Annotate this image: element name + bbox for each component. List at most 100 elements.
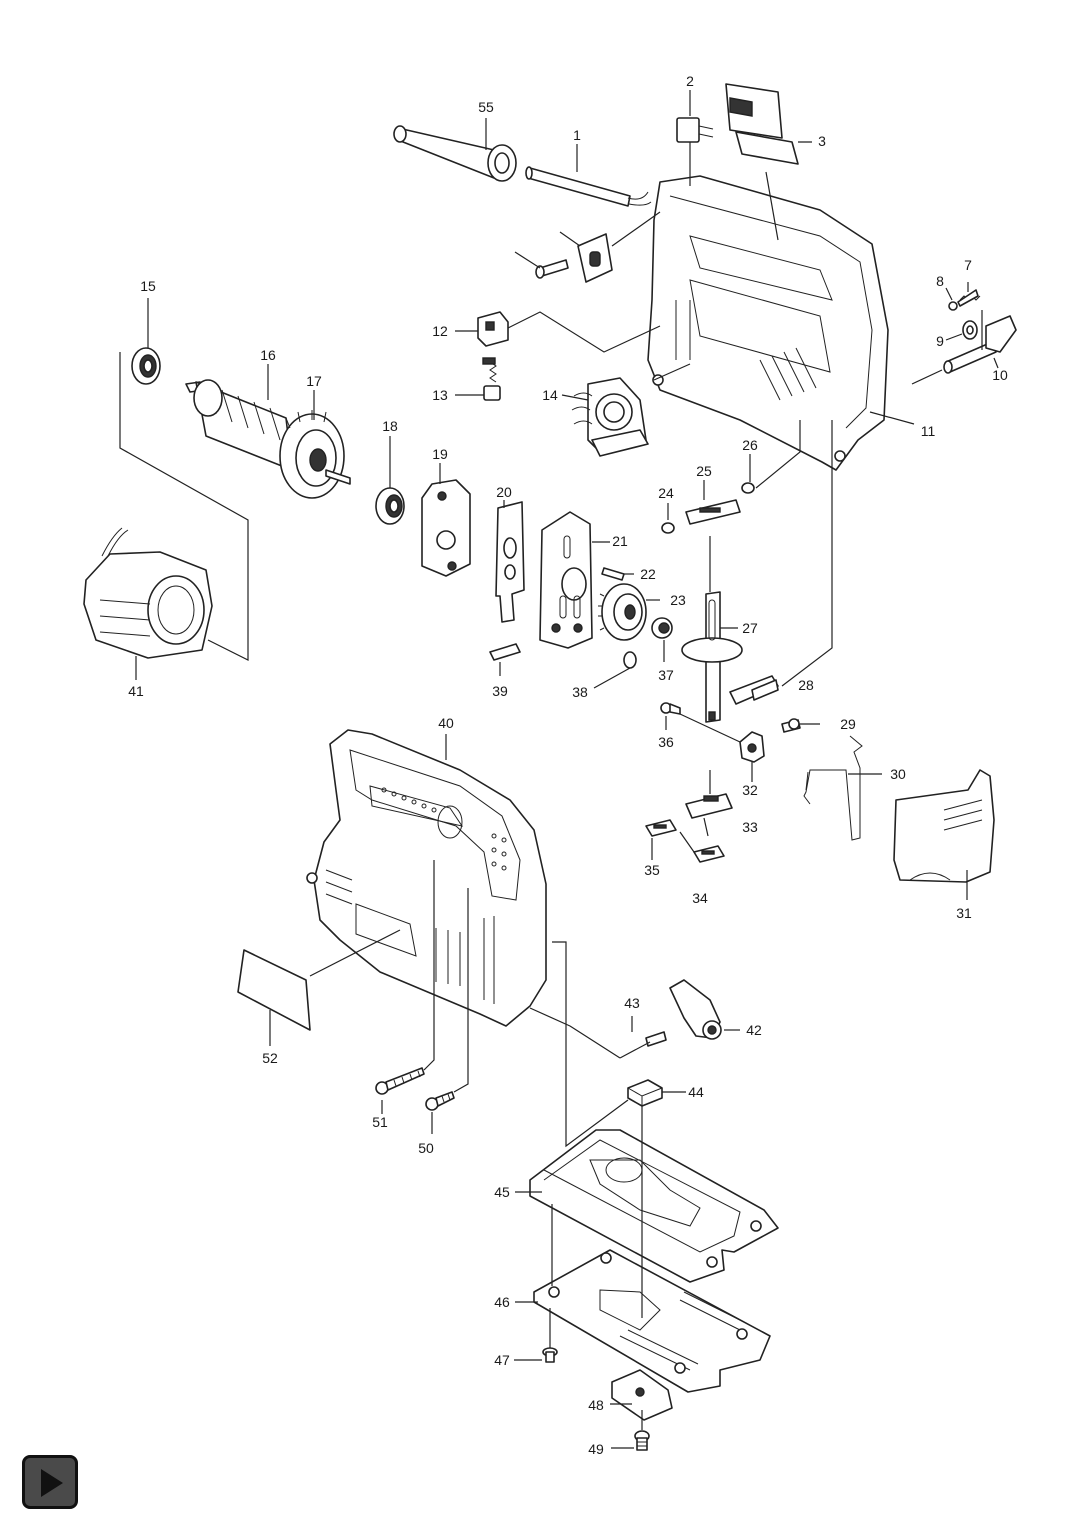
callout-51: 51 <box>372 1114 388 1130</box>
callout-47: 47 <box>494 1352 510 1368</box>
part-24-o-ring <box>661 522 675 534</box>
part-43-pin <box>645 1031 667 1047</box>
part-39-clip <box>489 643 521 661</box>
part-42-roller-lever <box>669 979 722 1040</box>
part-14-fan-housing <box>571 377 649 457</box>
part-54-cord-clamp <box>577 233 613 283</box>
part-35-plate <box>645 819 677 837</box>
part-15-ball-bearing <box>131 347 161 385</box>
part-32-roller-holder <box>739 731 765 763</box>
part-50-tapping-screw <box>425 1091 455 1111</box>
leader-lines <box>119 90 999 1449</box>
callout-53: 55 <box>478 99 494 115</box>
part-22-pin <box>601 567 625 581</box>
callout-24: 24 <box>658 485 674 501</box>
part-29-screw <box>781 718 801 733</box>
part-1-power-cord <box>525 166 652 207</box>
callout-30: 30 <box>890 766 906 782</box>
part-3-switch <box>725 83 799 165</box>
callout-39: 39 <box>492 683 508 699</box>
callout-16: 16 <box>260 347 276 363</box>
callout-1: 1 <box>573 127 581 143</box>
callout-labels: 55 1 2 3 8 7 9 10 11 12 13 14 15 16 17 1… <box>128 73 1008 1457</box>
callout-19: 19 <box>432 446 448 462</box>
callout-35: 35 <box>644 862 660 878</box>
callout-25: 25 <box>696 463 712 479</box>
callout-36: 36 <box>658 734 674 750</box>
callout-23: 23 <box>670 592 686 608</box>
callout-26: 26 <box>742 437 758 453</box>
part-55-screw <box>535 259 569 279</box>
callout-2: 2 <box>686 73 694 89</box>
callout-31: 31 <box>956 905 972 921</box>
callout-29: 29 <box>840 716 856 732</box>
part-9-washer <box>962 320 978 340</box>
next-page-button[interactable] <box>22 1455 78 1509</box>
callout-43: 43 <box>624 995 640 1011</box>
callout-10: 10 <box>992 367 1008 383</box>
callout-46: 46 <box>494 1294 510 1310</box>
part-45-base <box>529 1129 779 1283</box>
part-27-plunger <box>681 591 743 723</box>
part-51-tapping-screw <box>375 1067 425 1095</box>
callout-42: 42 <box>746 1022 762 1038</box>
part-23-gear <box>598 583 647 641</box>
part-8-ball <box>948 301 958 311</box>
callout-50: 50 <box>418 1140 434 1156</box>
part-10-lever-shaft <box>943 315 1017 374</box>
callout-12: 12 <box>432 323 448 339</box>
callout-11: 11 <box>921 423 936 439</box>
callout-9: 9 <box>936 333 944 349</box>
part-34-plate <box>693 845 725 863</box>
part-36-screw <box>660 702 681 715</box>
part-26-o-ring <box>741 482 755 494</box>
callout-13: 13 <box>432 387 448 403</box>
callout-21: 21 <box>612 533 628 549</box>
callout-40: 40 <box>438 715 454 731</box>
part-2-capacitor <box>676 117 714 143</box>
callout-38: 38 <box>572 684 588 700</box>
part-28-plunger-guide <box>729 675 779 705</box>
part-47-screw <box>542 1347 558 1363</box>
callout-44: 44 <box>688 1084 704 1100</box>
callout-22: 22 <box>640 566 656 582</box>
callout-52: 52 <box>262 1050 278 1066</box>
part-12-brush-holder <box>477 311 509 347</box>
callout-28: 28 <box>798 677 814 693</box>
part-53-cord-guard <box>393 125 517 182</box>
part-19-bearing-retainer <box>421 479 471 577</box>
part-25-slider-block <box>685 499 741 525</box>
part-30-blade-guide-wire <box>803 735 863 841</box>
part-48-blade-clamp <box>611 1369 673 1421</box>
callout-15: 15 <box>140 278 156 294</box>
callout-33: 33 <box>742 819 758 835</box>
part-44-block <box>627 1079 663 1107</box>
callout-49: 49 <box>588 1441 604 1457</box>
part-21-gear-plate <box>539 511 593 649</box>
part-11-motor-housing <box>647 175 889 471</box>
part-33-blade-holder <box>685 793 733 819</box>
part-38-retaining-ring <box>623 651 637 669</box>
part-13-carbon-brush <box>482 357 501 401</box>
part-40-housing <box>306 729 547 1027</box>
callout-37: 37 <box>658 667 674 683</box>
part-31-chip-guard <box>893 769 995 883</box>
callout-45: 45 <box>494 1184 510 1200</box>
part-46-base-plate <box>533 1249 771 1393</box>
part-49-screw <box>634 1430 650 1451</box>
part-17-fan <box>279 410 351 499</box>
callout-32: 32 <box>742 782 758 798</box>
callout-41: 41 <box>128 683 144 699</box>
part-20-guide-plate <box>495 501 525 623</box>
play-triangle-icon <box>41 1469 63 1497</box>
callout-3: 3 <box>818 133 826 149</box>
part-41-field-coil <box>83 527 213 659</box>
callout-17: 17 <box>306 373 322 389</box>
callout-20: 20 <box>496 484 512 500</box>
callout-14: 14 <box>542 387 558 403</box>
callout-18: 18 <box>382 418 398 434</box>
callout-8: 8 <box>936 273 944 289</box>
part-37-collar <box>651 617 673 639</box>
callout-34: 34 <box>692 890 708 906</box>
